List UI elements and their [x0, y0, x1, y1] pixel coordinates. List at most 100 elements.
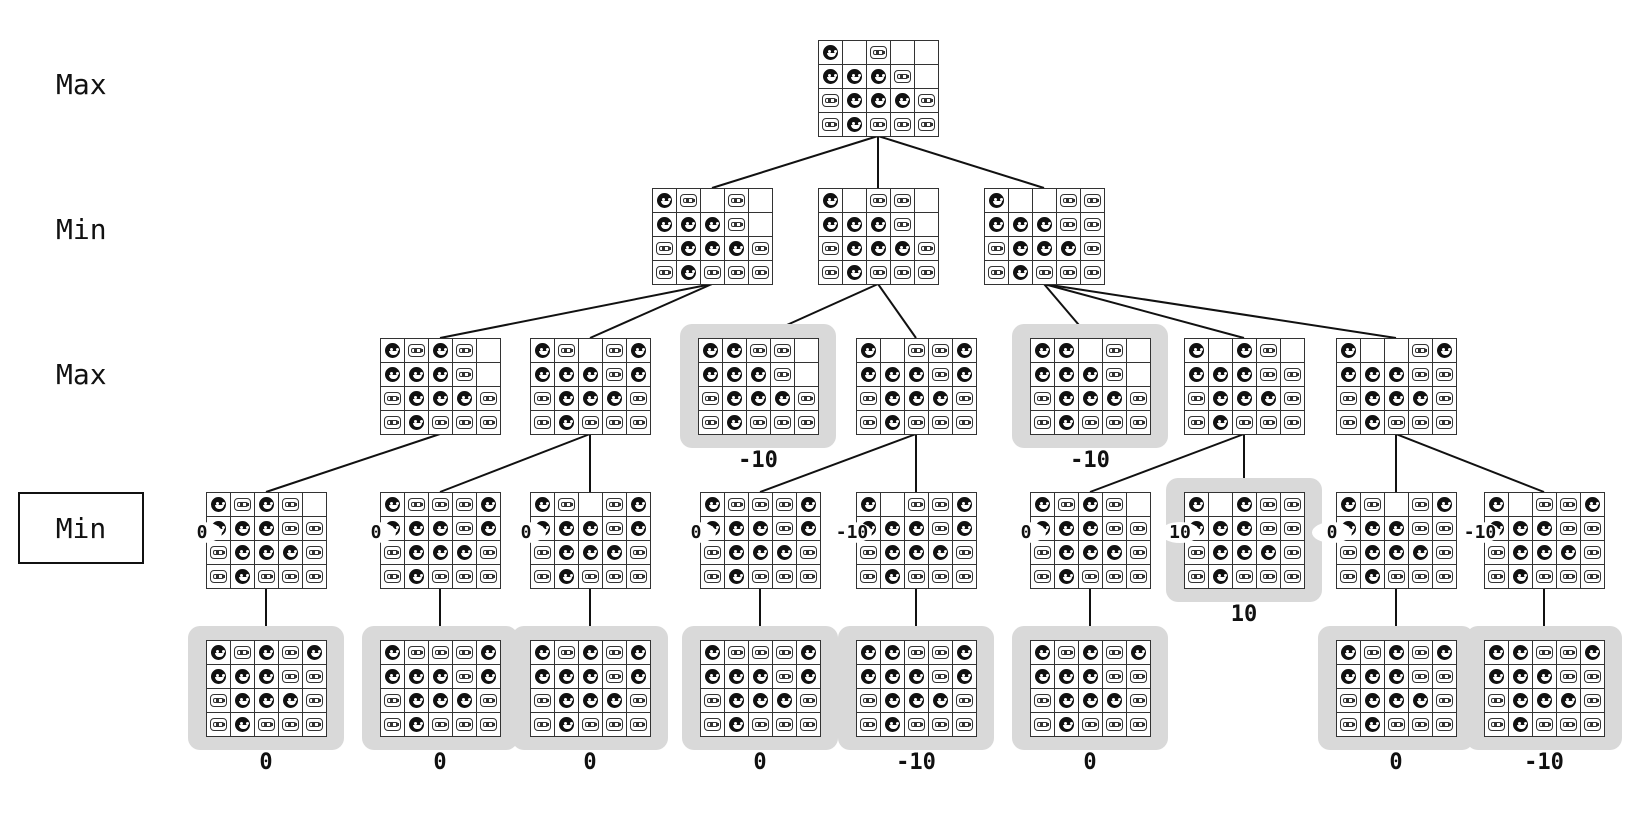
board-cell [381, 665, 405, 689]
robot-face-icon [1058, 646, 1075, 659]
robot-face-icon [630, 416, 647, 429]
robot-face-icon [1536, 498, 1553, 511]
board-cell [881, 517, 905, 541]
robot-face-icon [1130, 694, 1147, 707]
robot-face-icon [894, 70, 911, 83]
board-cell [1509, 665, 1533, 689]
board-cell [795, 363, 819, 387]
board-cell [453, 411, 477, 435]
robot-face-icon [384, 416, 401, 429]
board-cell [1581, 517, 1605, 541]
smiley-face-icon [847, 241, 862, 256]
board-cell [857, 689, 881, 713]
board-cell [1533, 713, 1557, 737]
smiley-face-icon [957, 367, 972, 382]
robot-face-icon [776, 670, 793, 683]
game-board [700, 492, 821, 589]
board-cell [1209, 565, 1233, 589]
smiley-face-icon [801, 645, 816, 660]
smiley-face-icon [433, 693, 448, 708]
board-cell [819, 41, 843, 65]
board-cell [231, 689, 255, 713]
smiley-face-icon [729, 693, 744, 708]
board-cell [429, 363, 453, 387]
board-cell [819, 213, 843, 237]
node-score: 0 [1312, 522, 1352, 543]
robot-face-icon [908, 570, 925, 583]
smiley-face-icon [481, 645, 496, 660]
board-cell [1127, 641, 1151, 665]
robot-face-icon [630, 694, 647, 707]
smiley-face-icon [211, 645, 226, 660]
smiley-face-icon [1437, 645, 1452, 660]
smiley-face-icon [681, 217, 696, 232]
robot-face-icon [480, 570, 497, 583]
board-cell [749, 261, 773, 285]
robot-face-icon [606, 570, 623, 583]
robot-face-icon [306, 694, 323, 707]
smiley-face-icon [1037, 217, 1052, 232]
robot-face-icon [1388, 416, 1405, 429]
robot-face-icon [918, 118, 935, 131]
board-cell [1055, 565, 1079, 589]
board-cell [985, 261, 1009, 285]
robot-face-icon [306, 546, 323, 559]
smiley-face-icon [235, 693, 250, 708]
smiley-face-icon [1341, 367, 1356, 382]
robot-face-icon [870, 266, 887, 279]
robot-face-icon [932, 416, 949, 429]
smiley-face-icon [307, 645, 322, 660]
board-cell [579, 363, 603, 387]
board-cell [701, 689, 725, 713]
robot-face-icon [1340, 416, 1357, 429]
board-cell [1257, 565, 1281, 589]
board-cell [1581, 689, 1605, 713]
robot-face-icon [432, 570, 449, 583]
smiley-face-icon [777, 693, 792, 708]
board-cell [477, 689, 501, 713]
robot-face-icon [210, 694, 227, 707]
board-cell [1581, 493, 1605, 517]
board-cell [1081, 189, 1105, 213]
smiley-face-icon [283, 545, 298, 560]
board-cell [1557, 713, 1581, 737]
smiley-face-icon [1035, 367, 1050, 382]
robot-face-icon [1284, 392, 1301, 405]
board-cell [701, 541, 725, 565]
robot-face-icon [306, 522, 323, 535]
board-cell [303, 517, 327, 541]
board-cell [881, 387, 905, 411]
robot-face-icon [822, 266, 839, 279]
board-cell [1031, 363, 1055, 387]
board-cell [725, 237, 749, 261]
robot-face-icon [1060, 266, 1077, 279]
board-cell [1409, 689, 1433, 713]
robot-face-icon [776, 646, 793, 659]
smiley-face-icon [1341, 497, 1356, 512]
smiley-face-icon [847, 93, 862, 108]
game-board [530, 492, 651, 589]
board-cell [1033, 237, 1057, 261]
smiley-face-icon [1035, 343, 1050, 358]
smiley-face-icon [801, 669, 816, 684]
level-label-max-0: Max [56, 68, 107, 101]
board-cell [867, 213, 891, 237]
smiley-face-icon [1389, 367, 1404, 382]
robot-face-icon [860, 392, 877, 405]
board-cell [1433, 641, 1457, 665]
smiley-face-icon [1059, 693, 1074, 708]
smiley-face-icon [1513, 693, 1528, 708]
robot-face-icon [1034, 546, 1051, 559]
board-cell [881, 641, 905, 665]
smiley-face-icon [705, 217, 720, 232]
board-cell [303, 493, 327, 517]
board-cell [699, 387, 723, 411]
board-cell [255, 641, 279, 665]
board-cell [725, 517, 749, 541]
board-cell [1557, 689, 1581, 713]
robot-face-icon [282, 718, 299, 731]
robot-face-icon [1436, 416, 1453, 429]
robot-face-icon [582, 718, 599, 731]
smiley-face-icon [885, 367, 900, 382]
robot-face-icon [1058, 498, 1075, 511]
